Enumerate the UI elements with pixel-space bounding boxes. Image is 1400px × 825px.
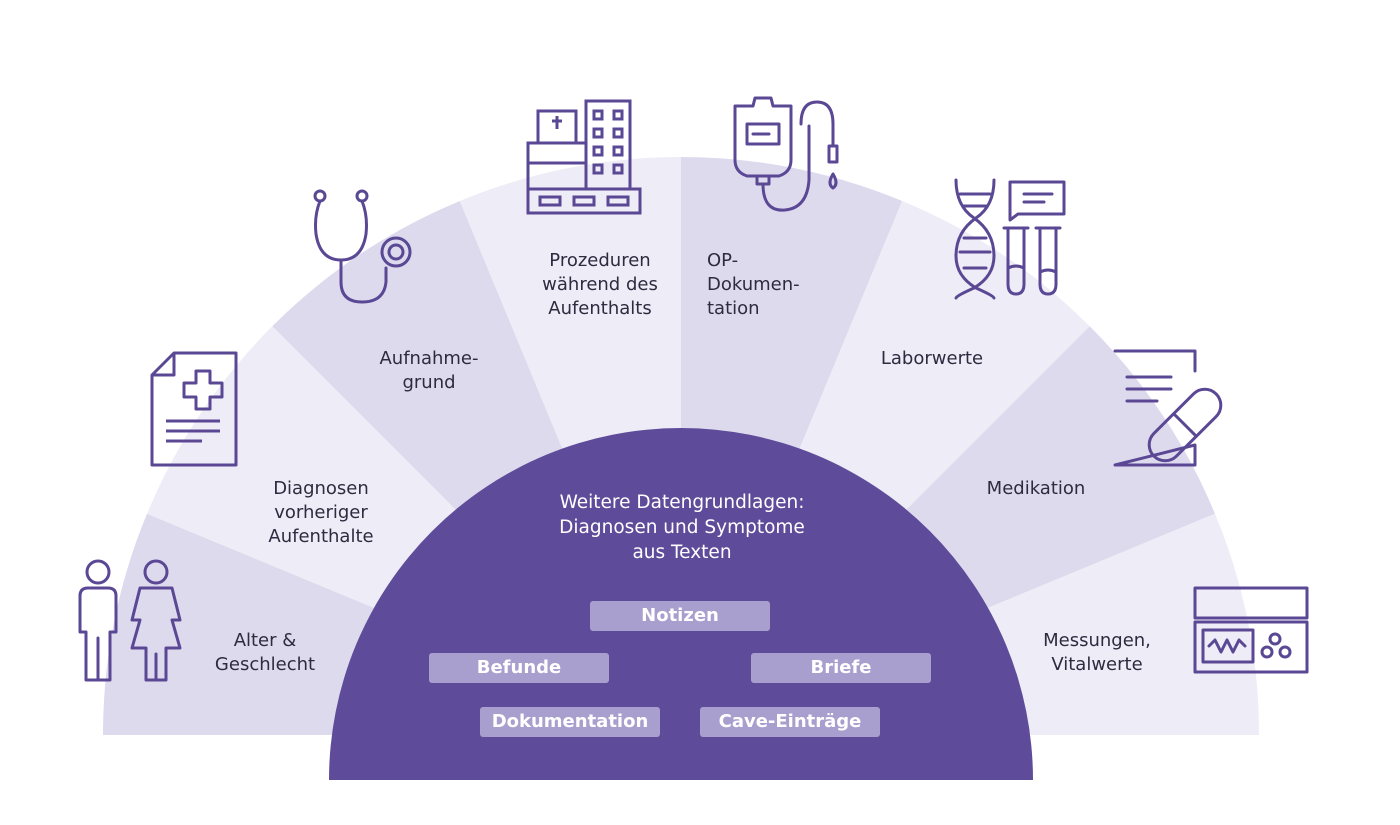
- medical-document-icon: [150, 351, 240, 467]
- label-alter-geschlecht: Alter & Geschlecht: [214, 630, 316, 675]
- center-title: Weitere Datengrundlagen: Diagnosen und S…: [559, 492, 805, 563]
- label-messungen-vitalwerte: Messungen, Vitalwerte: [1043, 630, 1151, 675]
- label-laborwerte: Laborwerte: [880, 348, 984, 369]
- label-aufnahmegrund: Aufnahme- grund: [379, 348, 479, 393]
- chip-cave-eintraege: Cave-Einträge: [700, 707, 880, 737]
- label-medikation: Medikation: [986, 478, 1086, 499]
- people-icon: [76, 558, 188, 682]
- label-op-dokumentation: OP- Dokumen- tation: [707, 250, 800, 319]
- chip-dokumentation: Dokumentation: [480, 707, 660, 737]
- dna-test-tubes-icon: [948, 176, 1072, 300]
- iv-drip-icon: [731, 96, 847, 218]
- stethoscope-icon: [310, 186, 420, 310]
- label-prozeduren: Prozeduren während des Aufenthalts: [542, 250, 658, 319]
- chip-briefe: Briefe: [751, 653, 931, 683]
- prescription-pill-icon: [1111, 349, 1231, 467]
- vital-monitor-icon: [1191, 584, 1311, 676]
- label-diagnosen-vorheriger-aufenthalte: Diagnosen vorheriger Aufenthalte: [268, 478, 374, 547]
- hospital-building-icon: [526, 99, 644, 215]
- chip-befunde: Befunde: [429, 653, 609, 683]
- chip-notizen: Notizen: [590, 601, 770, 631]
